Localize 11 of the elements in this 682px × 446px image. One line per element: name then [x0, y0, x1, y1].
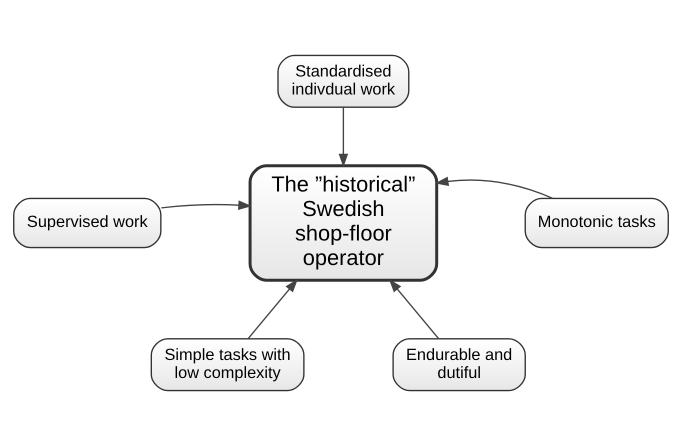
node-box: Supervised work: [13, 198, 162, 248]
arrow: [248, 278, 298, 339]
arrow: [338, 108, 348, 168]
arrow: [161, 200, 252, 210]
node-box: Simple tasks with low complexity: [150, 338, 305, 392]
node-box: Standardised indivdual work: [277, 54, 410, 108]
node-box: The ”historical” Swedish shop-floor operator: [248, 164, 438, 282]
node-box: Monotonic tasks: [524, 198, 669, 248]
node-box: Endurable and dutiful: [392, 338, 526, 392]
arrow: [388, 278, 440, 339]
arrow: [434, 176, 553, 199]
